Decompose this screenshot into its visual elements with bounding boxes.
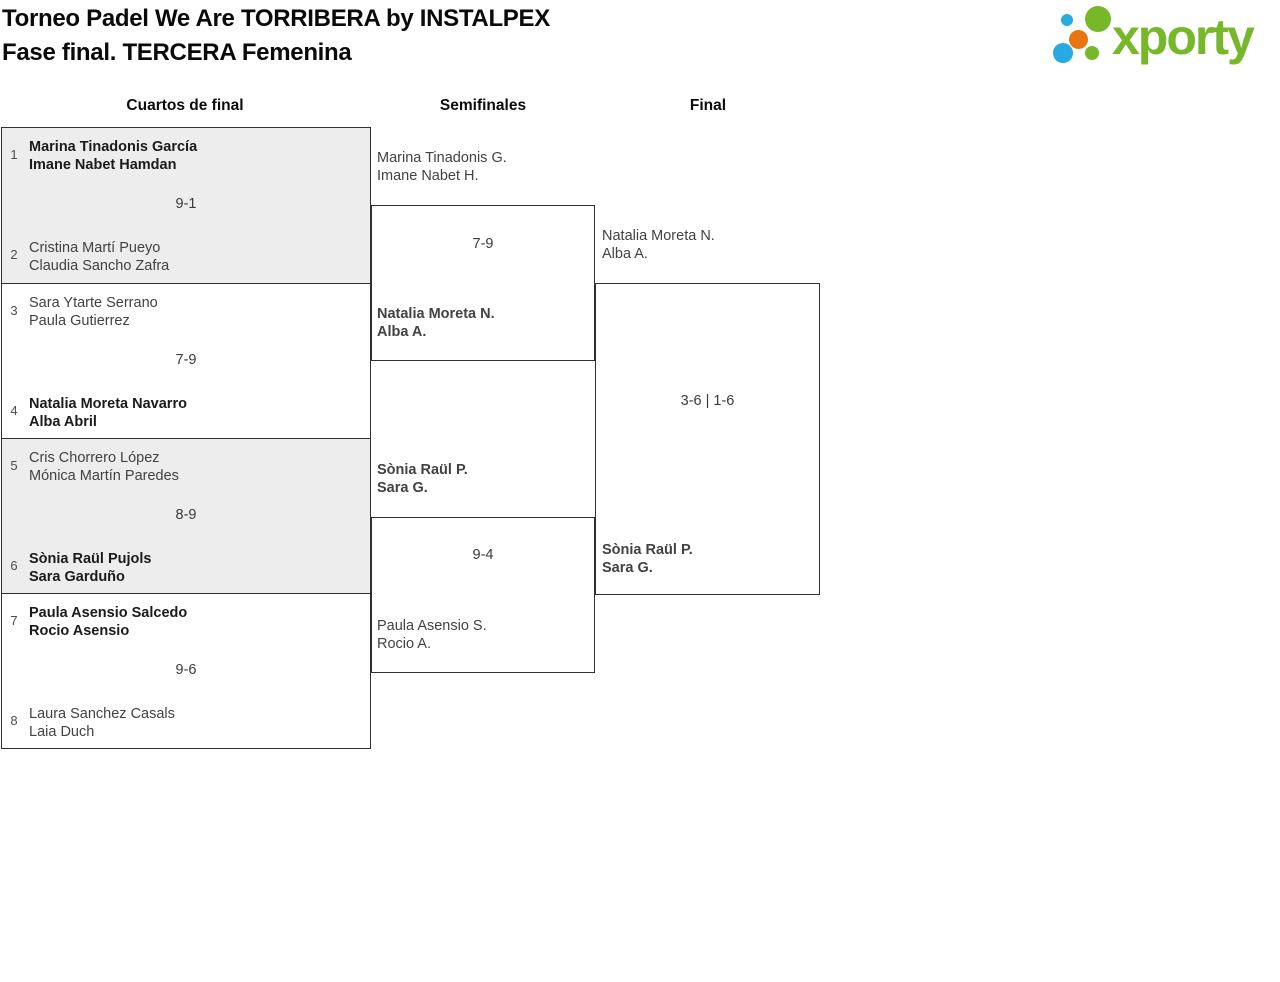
- player-name: Sònia Raül P.: [602, 542, 693, 558]
- tournament-title: Torneo Padel We Are TORRIBERA by INSTALP…: [2, 5, 550, 32]
- match-score: 7-9: [175, 352, 197, 368]
- seed-number: 3: [10, 303, 18, 318]
- quarterfinal-match-2: 3 Sara Ytarte Serrano Paula Gutierrez 7-…: [2, 283, 370, 438]
- semifinal-1-score: 7-9: [472, 236, 494, 252]
- round-header-quarterfinals: Cuartos de final: [126, 97, 244, 114]
- player-name: Sara Ytarte Serrano: [29, 295, 158, 311]
- player-name: Sara Garduño: [29, 569, 125, 585]
- round-header-semifinals: Semifinales: [439, 97, 527, 114]
- team-pair: Cris Chorrero López Mónica Martín Parede…: [29, 449, 179, 485]
- player-name: Cristina Martí Pueyo: [29, 240, 161, 256]
- player-name: Natalia Moreta N.: [602, 228, 715, 244]
- seed-number: 1: [10, 147, 18, 162]
- semifinal-2-box: [371, 517, 595, 673]
- player-name: Laura Sanchez Casals: [29, 706, 175, 722]
- logo-dot-blue-small-icon: [1061, 14, 1073, 26]
- player-name: Alba A.: [377, 324, 427, 340]
- seed-number: 8: [10, 713, 18, 728]
- match-score: 8-9: [175, 507, 197, 523]
- player-name: Imane Nabet H.: [377, 168, 479, 184]
- team-pair: Paula Asensio Salcedo Rocio Asensio: [29, 604, 187, 640]
- team-pair: Laura Sanchez Casals Laia Duch: [29, 705, 175, 741]
- final-box: [595, 283, 820, 595]
- xporty-logo-text: xporty: [1112, 9, 1255, 65]
- team-pair: Natalia Moreta Navarro Alba Abril: [29, 395, 187, 431]
- final-score: 3-6 | 1-6: [680, 393, 735, 409]
- page-title: Torneo Padel We Are TORRIBERA by INSTALP…: [2, 2, 550, 70]
- player-name: Rocio A.: [377, 636, 431, 652]
- player-name: Sònia Raül P.: [377, 462, 468, 478]
- semifinal-2-top-team: Sònia Raül P. Sara G.: [377, 461, 468, 497]
- team-pair: Sara Ytarte Serrano Paula Gutierrez: [29, 294, 158, 330]
- semifinal-1-box: [371, 205, 595, 361]
- player-name: Sara G.: [602, 560, 653, 576]
- player-name: Laia Duch: [29, 724, 95, 740]
- logo-dot-green-large-icon: [1085, 6, 1111, 32]
- player-name: Sara G.: [377, 480, 428, 496]
- team-pair: Cristina Martí Pueyo Claudia Sancho Zafr…: [29, 239, 169, 275]
- player-name: Mónica Martín Paredes: [29, 468, 179, 484]
- semifinal-2-score: 9-4: [472, 547, 494, 563]
- xporty-logo[interactable]: xporty: [1050, 0, 1278, 78]
- semifinal-1-bottom-team: Natalia Moreta N. Alba A.: [377, 305, 495, 341]
- player-name: Marina Tinadonis G.: [377, 150, 507, 166]
- round-header-final: Final: [689, 97, 727, 114]
- player-name: Alba Abril: [29, 414, 97, 430]
- logo-dot-green-small-icon: [1085, 46, 1099, 60]
- seed-number: 2: [10, 247, 18, 262]
- seed-number: 7: [10, 613, 18, 628]
- semifinal-1-top-team: Marina Tinadonis G. Imane Nabet H.: [377, 149, 507, 185]
- final-top-team: Natalia Moreta N. Alba A.: [602, 227, 715, 263]
- team-pair: Sònia Raül Pujols Sara Garduño: [29, 550, 151, 586]
- player-name: Paula Gutierrez: [29, 313, 130, 329]
- player-name: Imane Nabet Hamdan: [29, 157, 177, 173]
- quarterfinal-match-1: 1 Marina Tinadonis García Imane Nabet Ha…: [2, 128, 370, 283]
- seed-number: 4: [10, 403, 18, 418]
- player-name: Rocio Asensio: [29, 623, 130, 639]
- quarterfinal-match-3: 5 Cris Chorrero López Mónica Martín Pare…: [2, 438, 370, 593]
- player-name: Sònia Raül Pujols: [29, 551, 152, 567]
- tournament-subtitle: Fase final. TERCERA Femenina: [2, 39, 352, 66]
- player-name: Natalia Moreta Navarro: [29, 396, 187, 412]
- match-score: 9-6: [175, 662, 197, 678]
- logo-dot-blue-large-icon: [1053, 43, 1073, 63]
- seed-number: 6: [10, 558, 18, 573]
- player-name: Natalia Moreta N.: [377, 306, 495, 322]
- player-name: Claudia Sancho Zafra: [29, 258, 170, 274]
- logo-dot-orange-icon: [1069, 30, 1088, 49]
- player-name: Alba A.: [602, 246, 648, 262]
- match-score: 9-1: [175, 196, 197, 212]
- player-name: Paula Asensio S.: [377, 618, 487, 634]
- team-pair: Marina Tinadonis García Imane Nabet Hamd…: [29, 138, 197, 174]
- player-name: Marina Tinadonis García: [29, 139, 198, 155]
- seed-number: 5: [10, 458, 18, 473]
- quarterfinals-column: 1 Marina Tinadonis García Imane Nabet Ha…: [1, 127, 371, 749]
- player-name: Paula Asensio Salcedo: [29, 605, 188, 621]
- final-bottom-team: Sònia Raül P. Sara G.: [602, 541, 693, 577]
- player-name: Cris Chorrero López: [29, 450, 160, 466]
- semifinal-2-bottom-team: Paula Asensio S. Rocio A.: [377, 617, 487, 653]
- quarterfinal-match-4: 7 Paula Asensio Salcedo Rocio Asensio 9-…: [2, 593, 370, 748]
